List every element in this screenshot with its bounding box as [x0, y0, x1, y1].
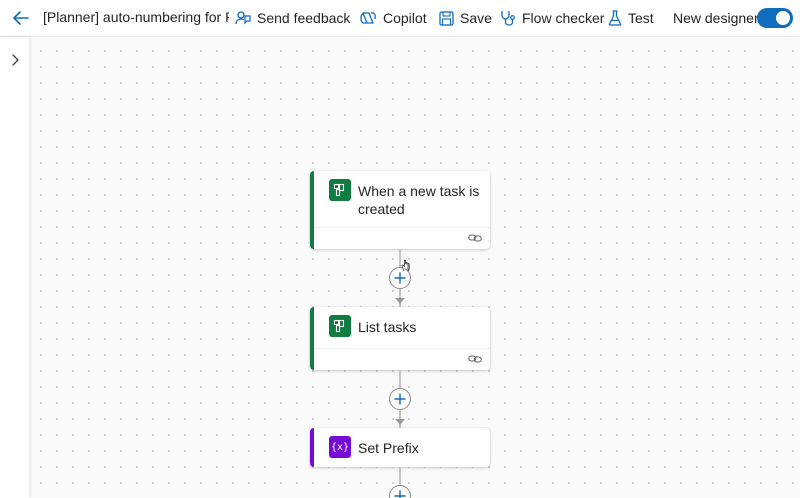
designer-canvas[interactable]: When a new task is created List tasks	[29, 37, 800, 498]
copilot-icon	[360, 12, 376, 24]
command-bar: [Planner] auto-numbering for PLA Send fe…	[0, 0, 800, 37]
card-footer	[314, 348, 490, 370]
insert-step-button[interactable]	[389, 485, 411, 498]
card-footer	[314, 227, 490, 249]
stethoscope-icon	[501, 11, 515, 26]
insert-step-button[interactable]	[389, 388, 411, 410]
copilot-button[interactable]: Copilot	[359, 7, 427, 29]
back-button[interactable]	[9, 7, 33, 29]
send-feedback-label: Send feedback	[257, 10, 351, 26]
chevron-right-icon	[12, 54, 19, 66]
copilot-label: Copilot	[383, 10, 427, 26]
flow-checker-button[interactable]: Flow checker	[500, 7, 604, 29]
flow-title: [Planner] auto-numbering for PLA	[43, 9, 229, 25]
test-label: Test	[628, 10, 654, 26]
set-prefix-label: Set Prefix	[358, 440, 419, 456]
variable-icon: {x}	[329, 436, 351, 458]
flow-checker-label: Flow checker	[522, 10, 605, 26]
save-button[interactable]: Save	[439, 7, 492, 29]
list-tasks-label: List tasks	[358, 319, 417, 335]
card-accent	[310, 428, 314, 467]
arrow-down-icon	[395, 298, 405, 304]
hand-cursor-icon	[401, 259, 410, 272]
link-icon	[468, 234, 482, 242]
arrow-left-icon	[13, 11, 29, 25]
test-button[interactable]: Test	[608, 7, 654, 29]
plus-icon	[394, 272, 406, 284]
plus-icon	[394, 393, 406, 405]
left-rail	[0, 37, 29, 498]
card-accent	[310, 171, 314, 249]
save-label: Save	[460, 10, 492, 26]
set-prefix-card[interactable]: {x} Set Prefix	[310, 428, 490, 467]
new-designer-toggle[interactable]	[757, 8, 793, 28]
trigger-label: When a new task is created	[358, 183, 480, 217]
plus-icon	[394, 490, 406, 498]
send-feedback-button[interactable]: Send feedback	[235, 7, 350, 29]
expand-panel-button[interactable]	[6, 51, 24, 69]
new-designer-label: New designer	[673, 10, 759, 26]
connector-line	[399, 467, 401, 498]
link-icon	[468, 355, 482, 363]
card-accent	[310, 307, 314, 370]
connector-line	[399, 249, 401, 329]
list-tasks-card[interactable]: List tasks	[310, 307, 490, 370]
trigger-card[interactable]: When a new task is created	[310, 171, 490, 249]
arrow-down-icon	[395, 419, 405, 425]
insert-step-button[interactable]	[389, 267, 411, 289]
planner-icon	[329, 315, 351, 337]
toggle-knob	[776, 11, 790, 25]
save-icon	[439, 10, 454, 26]
planner-icon	[329, 179, 351, 201]
feedback-icon	[235, 11, 251, 25]
beaker-icon	[608, 10, 622, 26]
